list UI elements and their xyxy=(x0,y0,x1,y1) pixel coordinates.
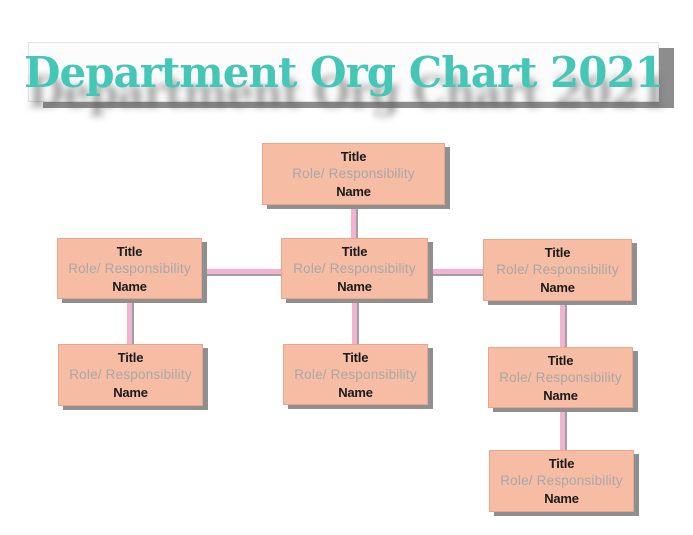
title-banner: Department Org Chart 2021 xyxy=(24,42,664,102)
node-name: Name xyxy=(543,387,578,403)
connector-left-column xyxy=(127,297,132,345)
org-node-level3-left[interactable]: Title Role/ Responsibility Name xyxy=(58,344,203,406)
node-name: Name xyxy=(544,491,579,506)
connector-root-to-center xyxy=(351,204,356,240)
node-title: Title xyxy=(544,245,571,260)
connector-center-to-right xyxy=(426,269,485,274)
node-role: Role/ Responsibility xyxy=(499,369,622,385)
org-node-root[interactable]: Title Role/ Responsibility Name xyxy=(262,143,445,205)
connector-center-to-left xyxy=(200,269,283,274)
node-role: Role/ Responsibility xyxy=(294,366,417,382)
node-name: Name xyxy=(336,184,371,199)
node-role: Role/ Responsibility xyxy=(496,262,619,277)
connector-center-column xyxy=(352,297,357,345)
org-node-level2-center[interactable]: Title Role/ Responsibility Name xyxy=(281,238,428,299)
node-name: Name xyxy=(540,280,575,295)
node-name: Name xyxy=(112,278,147,294)
node-role: Role/ Responsibility xyxy=(500,473,623,488)
node-title: Title xyxy=(116,243,143,259)
node-role: Role/ Responsibility xyxy=(293,260,416,276)
org-node-level2-left[interactable]: Title Role/ Responsibility Name xyxy=(57,238,202,299)
node-title: Title xyxy=(547,352,574,368)
org-node-level3-center[interactable]: Title Role/ Responsibility Name xyxy=(283,344,428,405)
page-title: Department Org Chart 2021 xyxy=(24,47,664,97)
node-title: Title xyxy=(342,349,369,365)
node-title: Title xyxy=(548,456,575,471)
node-title: Title xyxy=(341,243,368,259)
node-role: Role/ Responsibility xyxy=(68,260,191,276)
org-node-level4-right[interactable]: Title Role/ Responsibility Name xyxy=(489,450,634,512)
node-name: Name xyxy=(337,278,372,294)
node-title: Title xyxy=(117,350,144,365)
org-node-level3-right[interactable]: Title Role/ Responsibility Name xyxy=(488,347,633,408)
connector-right-column-2 xyxy=(560,406,565,451)
node-name: Name xyxy=(338,384,373,400)
node-name: Name xyxy=(113,385,148,400)
node-role: Role/ Responsibility xyxy=(292,166,415,181)
node-title: Title xyxy=(340,149,367,164)
org-node-level2-right[interactable]: Title Role/ Responsibility Name xyxy=(483,239,632,301)
connector-right-column-1 xyxy=(560,299,565,348)
node-role: Role/ Responsibility xyxy=(69,367,192,382)
